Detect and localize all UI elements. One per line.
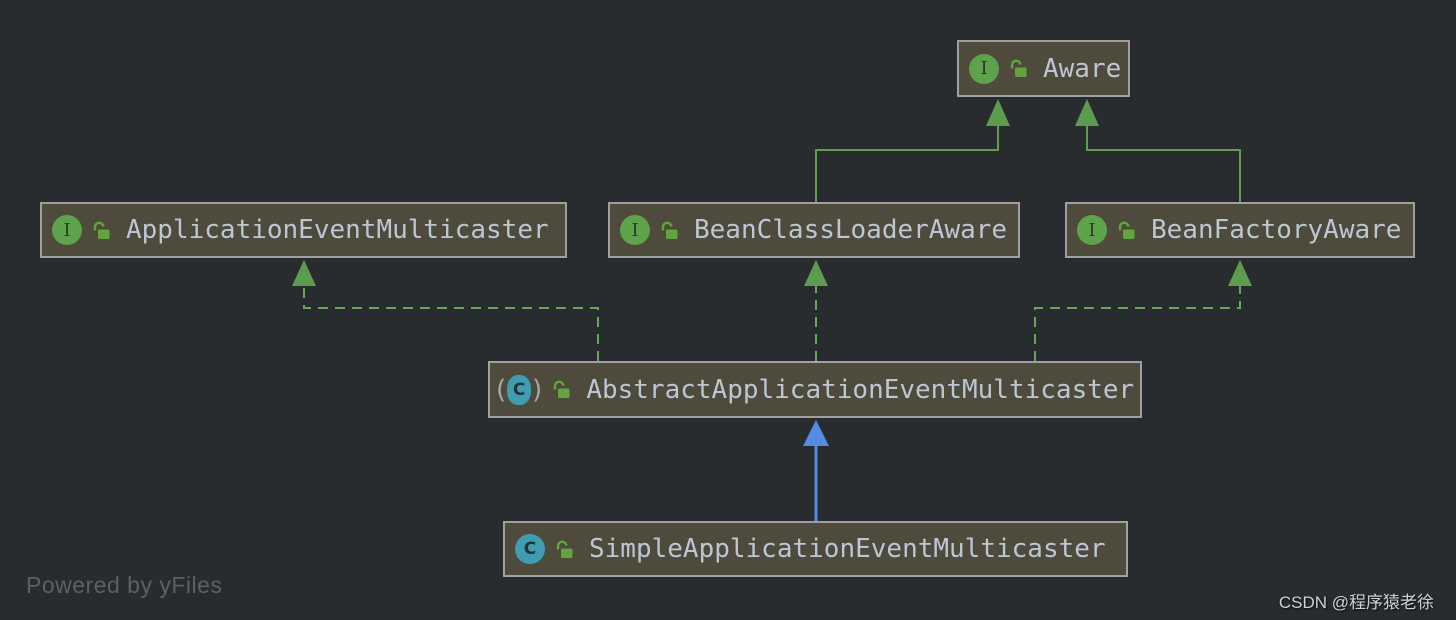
arrowhead-icon	[986, 99, 1010, 126]
unlocked-padlock-icon	[1008, 58, 1029, 79]
uml-node-bean-factory-aware[interactable]: I BeanFactoryAware	[1065, 202, 1415, 258]
unlocked-padlock-icon	[551, 379, 572, 400]
class-name-label: ApplicationEventMulticaster	[126, 215, 549, 245]
yfiles-attribution: Powered by yFiles	[26, 572, 223, 598]
uml-node-bean-class-loader-aware[interactable]: I BeanClassLoaderAware	[608, 202, 1020, 258]
unlocked-padlock-icon	[554, 539, 575, 560]
arrowhead-icon	[804, 260, 828, 286]
unlocked-padlock-icon	[91, 220, 112, 241]
arrowhead-icon	[1228, 260, 1252, 286]
edge-abstract-implements-beanclassloaderaware[interactable]	[804, 260, 828, 361]
arrowhead-icon	[803, 420, 829, 446]
class-name-label: BeanFactoryAware	[1151, 215, 1402, 245]
uml-node-aware[interactable]: I Aware	[957, 40, 1130, 97]
unlocked-padlock-icon	[1116, 220, 1137, 241]
uml-node-application-event-multicaster[interactable]: I ApplicationEventMulticaster	[40, 202, 567, 258]
interface-icon: I	[969, 53, 999, 84]
arrowhead-icon	[1075, 99, 1099, 126]
edge-simple-extends-abstract[interactable]	[803, 420, 829, 521]
uml-node-simple-application-event-multicaster[interactable]: C SimpleApplicationEventMulticaster	[503, 521, 1128, 577]
edge-abstract-implements-applicationeventmulticaster[interactable]	[292, 260, 599, 361]
class-name-label: SimpleApplicationEventMulticaster	[589, 534, 1106, 564]
class-name-label: Aware	[1043, 53, 1122, 84]
abstract-class-icon: ( C )	[496, 374, 543, 405]
class-icon: C	[515, 534, 545, 564]
class-name-label: AbstractApplicationEventMulticaster	[586, 374, 1135, 405]
csdn-watermark: CSDN @程序猿老徐	[1278, 593, 1434, 612]
class-name-label: BeanClassLoaderAware	[694, 215, 1008, 245]
uml-node-abstract-application-event-multicaster[interactable]: ( C ) AbstractApplicationEventMulticaste…	[488, 361, 1142, 418]
arrowhead-icon	[292, 260, 316, 286]
edge-beanclassloaderaware-extends-aware[interactable]	[815, 99, 1010, 202]
interface-icon: I	[52, 215, 82, 245]
interface-icon: I	[1077, 215, 1107, 245]
interface-icon: I	[620, 215, 650, 245]
edge-abstract-implements-beanfactoryaware[interactable]	[1034, 260, 1252, 361]
unlocked-padlock-icon	[659, 220, 680, 241]
edge-beanfactoryaware-extends-aware[interactable]	[1075, 99, 1241, 202]
